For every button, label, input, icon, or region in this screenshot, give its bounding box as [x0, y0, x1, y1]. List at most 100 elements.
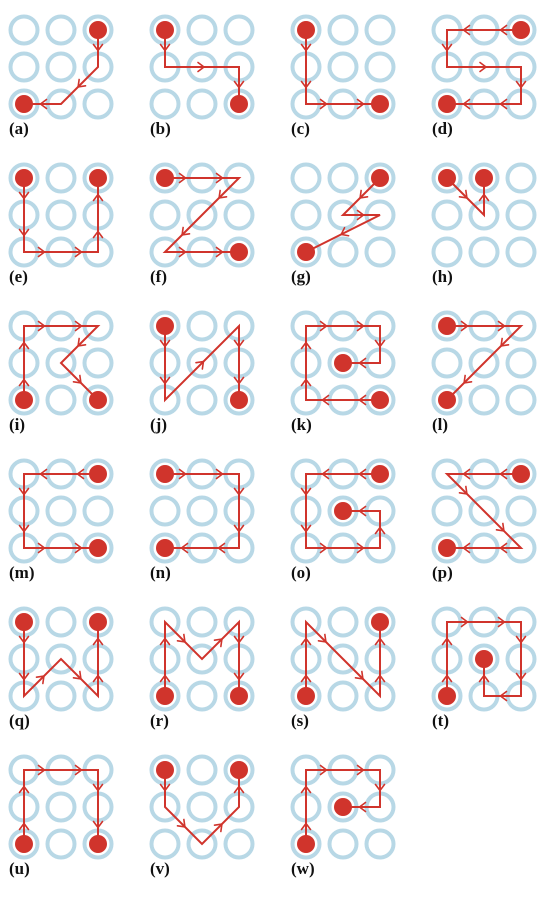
direction-arrow-icon [218, 189, 228, 199]
start-dot [438, 687, 456, 705]
grid-node-ring [290, 236, 322, 268]
direction-arrow-icon [478, 674, 490, 683]
direction-arrow-icon [195, 360, 205, 370]
grid-node-ring [45, 828, 77, 860]
pattern-panel: (i) [8, 310, 114, 434]
grid-node-ring [186, 606, 218, 638]
direction-arrow-icon [358, 468, 367, 480]
panel-label: (g) [291, 267, 311, 286]
start-dot [156, 687, 174, 705]
direction-arrow-icon [359, 189, 369, 199]
end-dot [438, 391, 456, 409]
grid-node-ring [45, 384, 77, 416]
end-dot [475, 169, 493, 187]
direction-arrow-icon [500, 337, 510, 347]
direction-arrow-icon [497, 616, 506, 628]
direction-arrow-icon [181, 226, 191, 236]
direction-arrow-icon [215, 172, 224, 184]
direction-arrow-icon [462, 98, 471, 110]
grid-node-ring [186, 310, 218, 342]
pattern-path-line [24, 30, 99, 105]
panel-label: (f) [150, 267, 167, 286]
direction-arrow-icon [233, 672, 245, 681]
direction-arrow-icon [356, 764, 365, 776]
grid-node-ring [327, 643, 359, 675]
direction-arrow-icon [374, 526, 386, 535]
direction-arrow-icon [92, 230, 104, 239]
direction-arrow-icon [354, 670, 364, 680]
grid-node-ring [149, 88, 181, 120]
grid-node-ring [327, 680, 359, 712]
start-dot [371, 391, 389, 409]
direction-arrow-icon [356, 209, 365, 221]
direction-arrow-icon [499, 98, 508, 110]
pattern-panel: (k) [290, 310, 396, 434]
direction-arrow-icon [321, 468, 330, 480]
direction-arrow-icon [300, 487, 312, 496]
direction-arrow-icon [215, 246, 224, 258]
pattern-panel: (h) [431, 162, 537, 286]
grid-node-ring [45, 495, 77, 527]
panel-label: (n) [150, 563, 171, 582]
panel-label: (d) [432, 119, 453, 138]
direction-arrow-icon [300, 637, 312, 646]
pattern-path-line [446, 177, 485, 218]
grid-node-ring [186, 384, 218, 416]
direction-arrow-icon [159, 339, 171, 348]
direction-arrow-icon [460, 616, 469, 628]
direction-arrow-icon [479, 61, 488, 73]
grid-node-ring [149, 495, 181, 527]
direction-arrow-icon [18, 822, 30, 831]
end-dot [230, 761, 248, 779]
end-dot [89, 835, 107, 853]
grid-node-ring [82, 384, 114, 416]
direction-arrow-icon [233, 635, 245, 644]
end-dot [89, 539, 107, 557]
grid-node-ring [431, 236, 463, 268]
direction-arrow-icon [300, 785, 312, 794]
end-dot [438, 539, 456, 557]
direction-arrow-icon [18, 191, 30, 200]
direction-arrow-icon [463, 374, 473, 384]
direction-arrow-icon [462, 24, 471, 36]
direction-arrow-icon [178, 172, 187, 184]
end-dot [230, 95, 248, 113]
pattern-path-line [165, 473, 240, 549]
grid-node-ring [364, 828, 396, 860]
grid-node-ring [186, 347, 218, 379]
pattern-panel: (a) [8, 14, 114, 138]
pattern-panel: (m) [8, 458, 114, 582]
direction-arrow-icon [458, 485, 468, 495]
start-dot [156, 317, 174, 335]
direction-arrow-icon [374, 674, 386, 683]
pattern-panel: (j) [149, 310, 255, 434]
direction-arrow-icon [159, 783, 171, 792]
start-dot [15, 613, 33, 631]
start-dot [371, 465, 389, 483]
panel-label: (b) [150, 119, 171, 138]
grid-node-ring [149, 199, 181, 231]
grid-node-ring [505, 162, 537, 194]
pattern-path-line [305, 177, 381, 253]
grid-node-ring [223, 828, 255, 860]
direction-arrow-icon [18, 672, 30, 681]
grid-node-ring [186, 828, 218, 860]
start-dot [156, 21, 174, 39]
pattern-panel: (o) [290, 458, 396, 582]
panel-label: (s) [291, 711, 309, 730]
grid-node-ring [327, 162, 359, 194]
panel-label: (l) [432, 415, 448, 434]
start-dot [156, 761, 174, 779]
end-dot [156, 539, 174, 557]
direction-arrow-icon [358, 505, 367, 517]
grid-node-ring [8, 14, 40, 46]
grid-node-ring [327, 828, 359, 860]
direction-arrow-icon [92, 43, 104, 52]
direction-arrow-icon [356, 320, 365, 332]
direction-arrow-icon [374, 637, 386, 646]
grid-node-ring [149, 828, 181, 860]
panel-label: (w) [291, 859, 315, 878]
direction-arrow-icon [515, 635, 527, 644]
direction-arrow-icon [77, 337, 87, 347]
